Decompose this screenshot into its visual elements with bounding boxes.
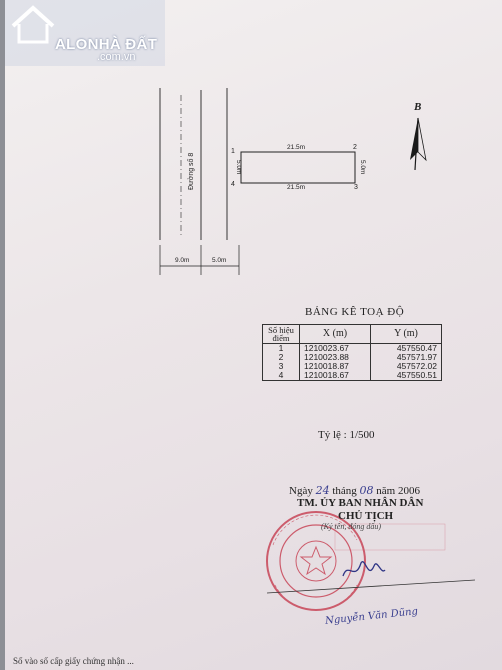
watermark-logo: ALONHÀ ĐẤT .com.vn — [5, 0, 165, 66]
date-day: 24 — [315, 484, 330, 497]
bottom-length-label: 21.5m — [287, 184, 305, 191]
point-label-3: 3 — [354, 184, 358, 191]
signature-line — [266, 579, 476, 594]
table-row: 4 1210018.67 457550.51 — [262, 371, 442, 381]
chairman-signature — [342, 561, 386, 577]
table-header-row: Số hiệu điểm X (m) Y (m) — [262, 324, 442, 344]
strip-width-label: 5.0m — [212, 257, 226, 264]
authority-title: CHỦ TỊCH — [338, 510, 394, 522]
table-row: 3 1210018.87 457572.02 — [262, 362, 442, 371]
house-icon — [11, 5, 55, 44]
right-width-label: 5.0m — [359, 160, 366, 174]
table-row: 1 1210023.67 457550.47 — [262, 343, 442, 353]
top-length-label: 21.5m — [287, 144, 305, 151]
north-label: B — [413, 101, 421, 113]
date-line: Ngày 24 tháng 08 năm 2006 — [289, 484, 420, 497]
land-plot-drawing: Đường số 8 1 2 3 4 21.5m 21.5m 5.0m 5.0m… — [159, 88, 476, 611]
footer-note: Số vào số cấp giấy chứng nhận ... — [13, 656, 134, 666]
land-parcel — [240, 151, 356, 184]
col-header-point: Số hiệu điểm — [262, 324, 300, 344]
cell-y: 457550.51 — [370, 371, 442, 381]
date-year: năm 2006 — [376, 485, 420, 497]
date-prefix: Ngày — [289, 485, 313, 497]
table-row: 2 1210023.88 457571.97 — [262, 353, 442, 362]
north-arrow-icon — [410, 117, 427, 171]
scale-label: Tỷ lệ : 1/500 — [318, 429, 375, 441]
road-width-label: 9.0m — [175, 257, 189, 264]
cell-x: 1210018.67 — [299, 371, 371, 381]
cell-y: 457571.97 — [370, 353, 442, 362]
date-month: 08 — [359, 484, 374, 497]
col-header-x: X (m) — [299, 324, 371, 344]
watermark-title: ALONHÀ ĐẤT — [55, 36, 158, 53]
cell-point: 4 — [262, 371, 300, 381]
document-page: ALONHÀ ĐẤT .com.vn Đường số 8 1 2 3 4 21… — [5, 0, 502, 670]
coordinates-table: Số hiệu điểm X (m) Y (m) 1 1210023.67 45… — [262, 324, 442, 381]
sign-note: (Ký tên, đóng dấu) — [321, 522, 381, 531]
official-seal-icon — [266, 511, 446, 611]
date-month-label: tháng — [332, 485, 357, 497]
table-title: BẢNG KÊ TOẠ ĐỘ — [305, 306, 405, 318]
watermark-subtitle: .com.vn — [97, 51, 136, 63]
left-width-label: 5.0m — [235, 160, 242, 174]
cell-y: 457550.47 — [370, 343, 442, 353]
authority-org: TM. ỦY BAN NHÂN DÂN — [297, 497, 424, 509]
point-label-4: 4 — [231, 181, 235, 188]
col-header-y: Y (m) — [370, 324, 442, 344]
road-label: Đường số 8 — [186, 153, 195, 190]
point-label-1: 1 — [231, 148, 235, 155]
cell-y: 457572.02 — [370, 362, 442, 371]
point-label-2: 2 — [353, 144, 357, 151]
